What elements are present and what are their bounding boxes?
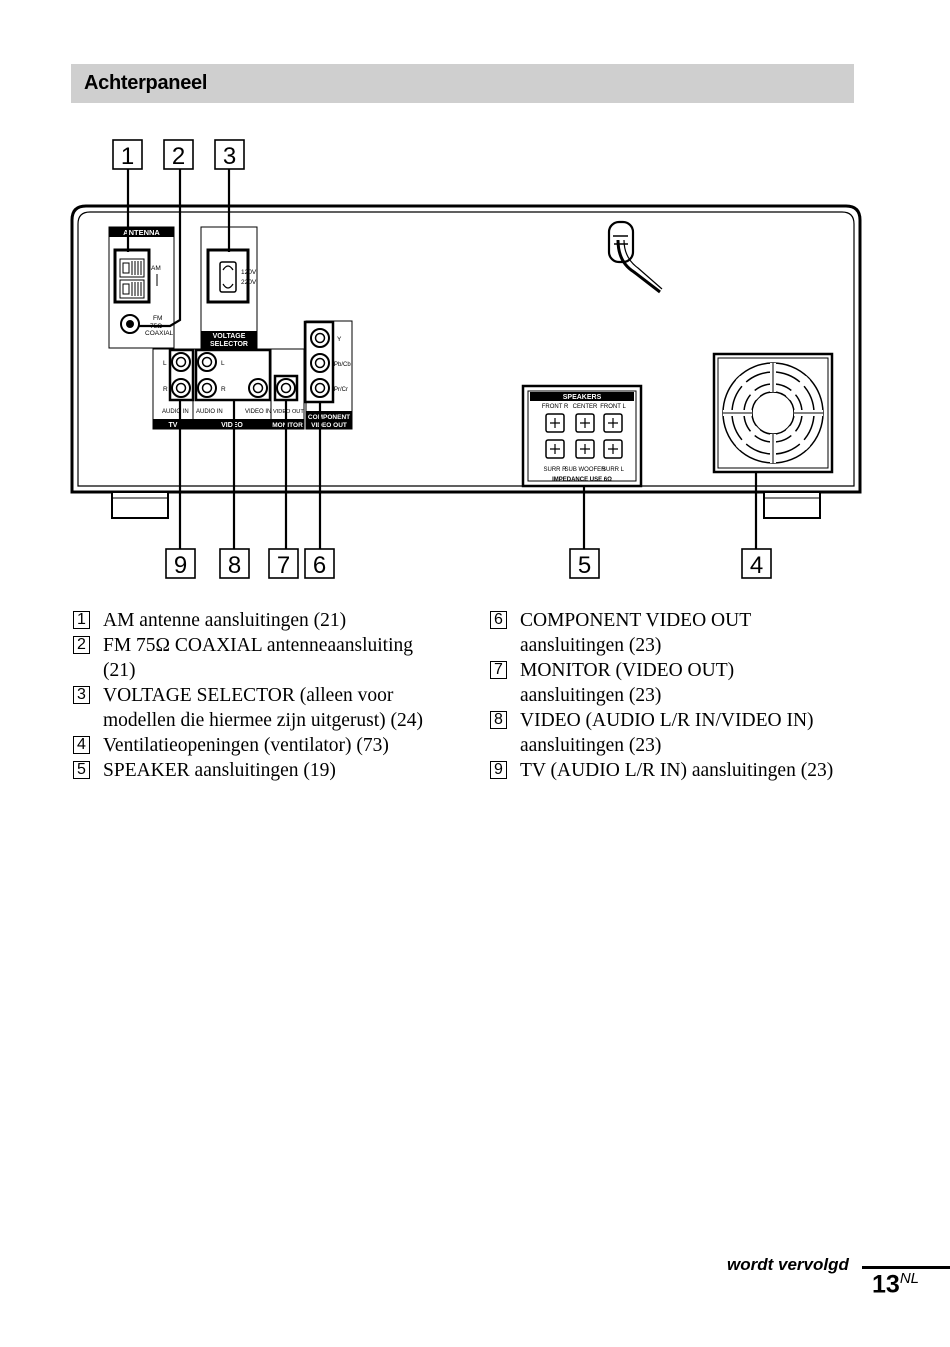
speakers-section [521,384,643,488]
comp-pb-label: Pb/Cb [334,362,351,368]
rca-jacks [171,352,296,398]
left-foot [111,491,169,519]
coaxial-label: COAXIAL [145,330,174,337]
legend-text: FM 75Ω COAXIAL antenneaansluiting [103,635,414,656]
legend-text: aansluitingen (23) [520,735,662,756]
legend-item-3: 3 VOLTAGE SELECTOR (alleen voor modellen… [73,683,453,733]
voltage-label-1: VOLTAGE [213,333,246,340]
legend-num-2: 2 [73,636,90,654]
legend-text: modellen die hiermee zijn uitgerust) (24… [103,710,424,731]
callout-1: 1 [121,143,134,170]
legend-text: VOLTAGE SELECTOR (alleen voor [103,685,394,706]
legend-text: MONITOR (VIDEO OUT) [520,660,735,681]
legend-text: aansluitingen (23) [520,635,662,656]
legend-num-4: 4 [73,736,90,754]
legend-item-8: 8 VIDEO (AUDIO L/R IN/VIDEO IN) aansluit… [490,708,870,758]
callout-6: 6 [313,552,326,579]
video-jack-r: R [221,386,226,393]
legend-text: VIDEO (AUDIO L/R IN/VIDEO IN) [520,710,814,731]
legend-num-7: 7 [490,661,507,679]
speakers-label: SPEAKERS [563,394,602,401]
callout-4: 4 [750,552,763,579]
legend-item-2: 2 FM 75Ω COAXIAL antenneaansluiting (21) [73,633,453,683]
sub-woofer-label: SUB WOOFER [564,467,606,473]
legend-text: (21) [103,660,136,681]
monitor-label: MONITOR [272,422,303,429]
callout-box-7 [268,548,299,579]
am-terminal-highlight [113,248,151,304]
antenna-label: ANTENNA [123,228,160,237]
right-foot [763,491,821,519]
legend-text: TV (AUDIO L/R IN) aansluitingen (23) [520,760,834,781]
legend-num-6: 6 [490,611,507,629]
continued-note: wordt vervolgd [727,1255,849,1274]
center-label: CENTER [573,404,598,410]
legend-text: SPEAKER aansluitingen (19) [103,760,336,781]
legend-num-1: 1 [73,611,90,629]
tv-label: TV [169,422,178,429]
callout-5: 5 [578,552,591,579]
video-in-label: VIDEO IN [245,409,271,415]
fm-label: FM [153,315,162,322]
page-number-suffix: NL [899,1270,919,1287]
callout-7: 7 [277,552,290,579]
video-jack-l: L [221,360,225,367]
legend-text: AM antenne aansluitingen (21) [103,610,347,631]
chassis-outline [70,204,862,494]
impedance-label: IMPEDANCE USE 6Ω [552,477,612,483]
page-number: 13NL [872,1270,919,1299]
legend-num-3: 3 [73,686,90,704]
callout-8: 8 [228,552,241,579]
section-title: Achterpaneel [84,72,208,94]
legend-left-column: 1 AM antenne aansluitingen (21) 2 FM 75Ω… [73,608,453,783]
component-label-1: COMPONENT [308,414,350,421]
legend-num-5: 5 [73,761,90,779]
legend-item-4: 4 Ventilatieopeningen (ventilator) (73) [73,733,453,758]
legend-item-9: 9 TV (AUDIO L/R IN) aansluitingen (23) [490,758,870,783]
legend-num-9: 9 [490,761,507,779]
footer-rule [862,1266,950,1269]
tv-jack-r: R [163,386,168,393]
component-label-2: VIDEO OUT [311,422,347,429]
legend-text: Ventilatieopeningen (ventilator) (73) [103,735,389,756]
power-cord [607,220,663,294]
surr-r-label: SURR R [543,467,567,473]
front-l-label: FRONT L [600,404,626,410]
rear-panel-diagram: 1 2 3 9 8 7 6 5 4 ANTENNA AM FM 75Ω COAX… [70,139,862,579]
legend-text: aansluitingen (23) [520,685,662,706]
v120-label: 120V [241,269,257,276]
v220-label: 220V [241,279,257,286]
front-r-label: FRONT R [542,404,569,410]
callout-9: 9 [174,552,187,579]
tv-jack-l: L [163,360,167,367]
legend-text: COMPONENT VIDEO OUT [520,610,752,631]
video-out-label: VIDEO OUT [273,409,304,415]
speaker-terminals [545,413,623,459]
page-number-value: 13 [872,1270,900,1299]
surr-l-label: SURR L [602,467,625,473]
comp-y-label: Y [337,336,342,343]
video-audio-in: AUDIO IN [196,409,223,415]
legend-item-5: 5 SPEAKER aansluitingen (19) [73,758,453,783]
section-header-bar: Achterpaneel [71,64,854,103]
voltage-label-2: SELECTOR [210,341,248,348]
callout-2: 2 [172,143,185,170]
tv-audio-in: AUDIO IN [162,409,189,415]
callout-3: 3 [223,143,236,170]
callout-box-2 [163,139,194,170]
fan-highlight [712,352,834,474]
fan-grille [722,362,824,464]
video-label: VIDEO [221,422,243,429]
comp-pr-label: Pr/Cr [334,387,348,393]
legend-item-7: 7 MONITOR (VIDEO OUT) aansluitingen (23) [490,658,870,708]
am-label: AM [151,265,161,272]
legend-item-1: 1 AM antenne aansluitingen (21) [73,608,453,633]
legend-num-8: 8 [490,711,507,729]
legend-right-column: 6 COMPONENT VIDEO OUT aansluitingen (23)… [490,608,870,783]
tv-jacks-highlight [168,348,195,402]
legend-item-6: 6 COMPONENT VIDEO OUT aansluitingen (23) [490,608,870,658]
